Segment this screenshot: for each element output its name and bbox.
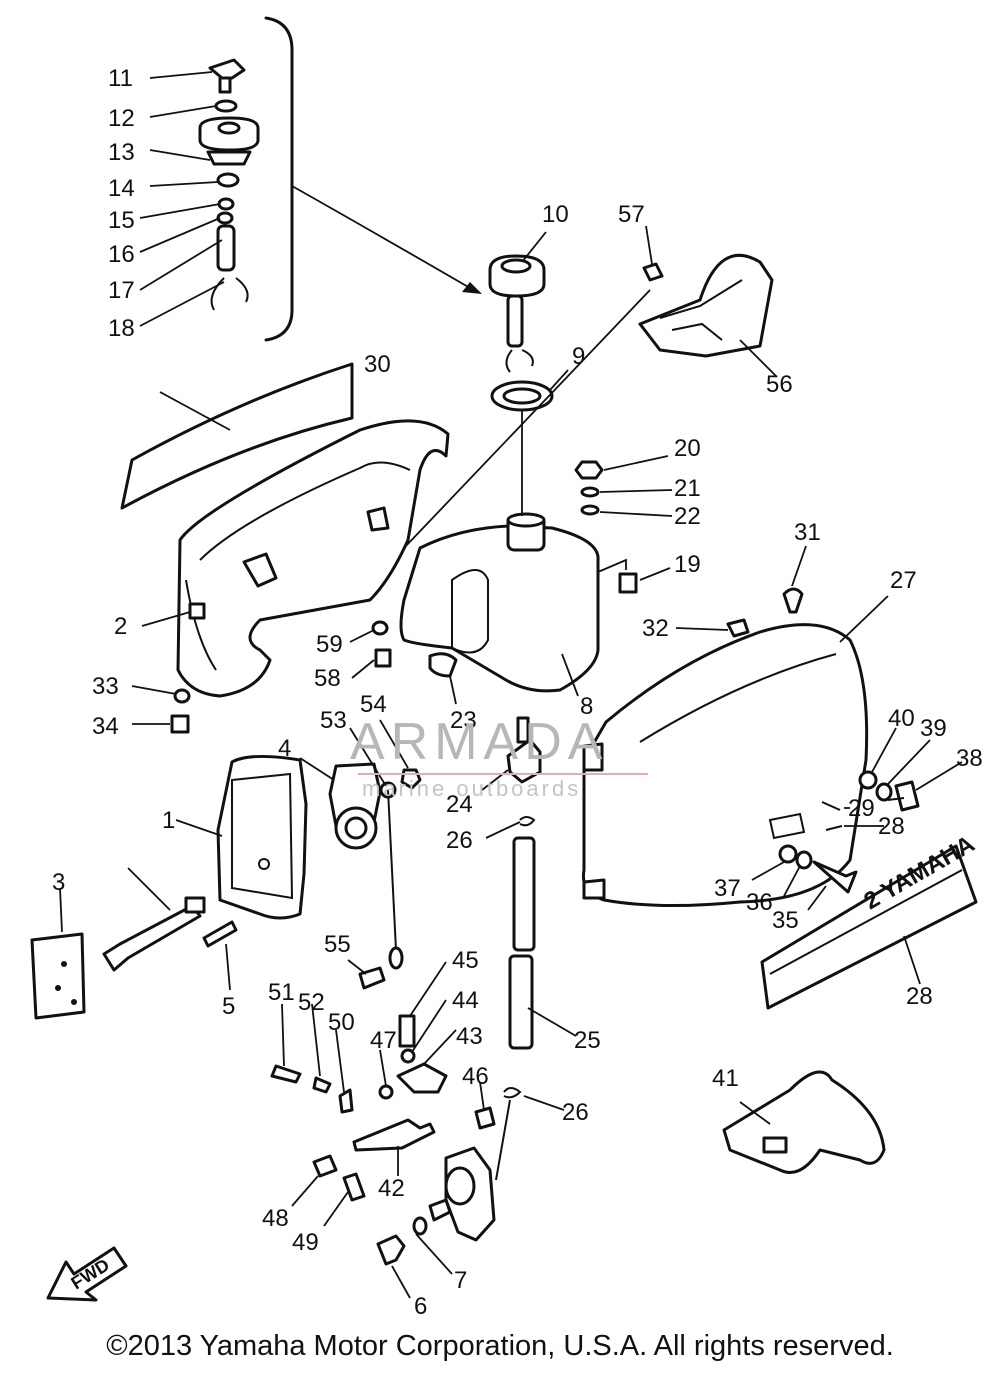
- callout-34: 34: [92, 713, 119, 740]
- callout-23: 23: [450, 707, 477, 734]
- callout-57: 57: [618, 201, 645, 228]
- callout-37: 37: [714, 875, 741, 902]
- callout-21: 21: [674, 475, 701, 502]
- callout-29: 29: [848, 795, 875, 822]
- callout-44: 44: [452, 987, 479, 1014]
- callout-32: 32: [642, 615, 669, 642]
- callout-labels: 1234567891011121314151617181920212223242…: [52, 65, 983, 1320]
- callout-18: 18: [108, 315, 135, 342]
- callout-20: 20: [674, 435, 701, 462]
- callout-19: 19: [674, 551, 701, 578]
- misc-hardware: [131, 611, 392, 734]
- callout-3: 3: [52, 869, 65, 896]
- callout-33: 33: [92, 673, 119, 700]
- callout-31: 31: [794, 519, 821, 546]
- callout-26: 26: [446, 827, 473, 854]
- callout-25: 25: [574, 1027, 601, 1054]
- callout-10: 10: [542, 201, 569, 228]
- starter-bracket: [299, 719, 422, 990]
- callout-24: 24: [446, 791, 473, 818]
- callout-16: 16: [108, 241, 135, 268]
- callout-27: 27: [890, 567, 917, 594]
- callout-56: 56: [766, 371, 793, 398]
- callout-15: 15: [108, 207, 135, 234]
- callout-28: 28: [878, 813, 905, 840]
- callout-13: 13: [108, 139, 135, 166]
- callout-11: 11: [108, 65, 133, 92]
- callout-43: 43: [456, 1023, 483, 1050]
- callout-22: 22: [674, 503, 701, 530]
- callout-55: 55: [324, 931, 351, 958]
- watermark-subtitle: marine outboards: [362, 776, 582, 801]
- callout-42: 42: [378, 1175, 405, 1202]
- callout-4: 4: [278, 735, 291, 762]
- small-hardware: [574, 455, 673, 594]
- callout-59: 59: [316, 631, 343, 658]
- callout-28: 28: [906, 983, 933, 1010]
- silencer-box: [175, 754, 308, 920]
- callout-48: 48: [262, 1205, 289, 1232]
- callout-7: 7: [454, 1267, 467, 1294]
- fuel-tank: [399, 410, 627, 705]
- decal-upper: [120, 362, 354, 510]
- callout-9: 9: [572, 343, 585, 370]
- bracket: [403, 225, 777, 549]
- right-hardware: [675, 545, 963, 911]
- callout-40: 40: [888, 705, 915, 732]
- watermark-rule: [358, 773, 648, 775]
- callout-45: 45: [452, 947, 479, 974]
- callout-1: 1: [162, 807, 175, 834]
- callout-14: 14: [108, 175, 135, 202]
- callout-47: 47: [370, 1027, 397, 1054]
- inset-leaders: [139, 71, 225, 327]
- callout-46: 46: [462, 1063, 489, 1090]
- callout-39: 39: [920, 715, 947, 742]
- callout-51: 51: [268, 979, 295, 1006]
- callout-30: 30: [364, 351, 391, 378]
- callout-50: 50: [328, 1009, 355, 1036]
- left-plate-parts: [30, 867, 238, 1020]
- watermark-brand: ARMADA: [350, 713, 609, 771]
- callout-6: 6: [414, 1293, 427, 1320]
- callout-49: 49: [292, 1229, 319, 1256]
- callout-2: 2: [114, 613, 127, 640]
- callout-53: 53: [320, 707, 347, 734]
- fuel-cap: [488, 231, 569, 412]
- left-side-cover: [176, 419, 450, 698]
- copyright-notice: ©2013 Yamaha Motor Corporation, U.S.A. A…: [106, 1330, 894, 1362]
- callout-36: 36: [746, 889, 773, 916]
- callout-54: 54: [360, 691, 387, 718]
- callout-52: 52: [298, 989, 325, 1016]
- inset-bracket: [264, 16, 482, 342]
- callout-38: 38: [956, 745, 983, 772]
- right-side-cover: [581, 595, 889, 908]
- callout-41: 41: [712, 1065, 739, 1092]
- callout-17: 17: [108, 277, 135, 304]
- inset-cap-assembly: [198, 58, 260, 311]
- callout-12: 12: [108, 105, 135, 132]
- handle-bracket: [722, 1070, 886, 1174]
- fwd-arrow: FWD: [46, 1246, 128, 1302]
- carburetor: [270, 961, 496, 1299]
- callout-26: 26: [562, 1099, 589, 1126]
- fuel-line: [481, 716, 577, 1181]
- callout-35: 35: [772, 907, 799, 934]
- callout-8: 8: [580, 693, 593, 720]
- callout-58: 58: [314, 665, 341, 692]
- callout-5: 5: [222, 993, 235, 1020]
